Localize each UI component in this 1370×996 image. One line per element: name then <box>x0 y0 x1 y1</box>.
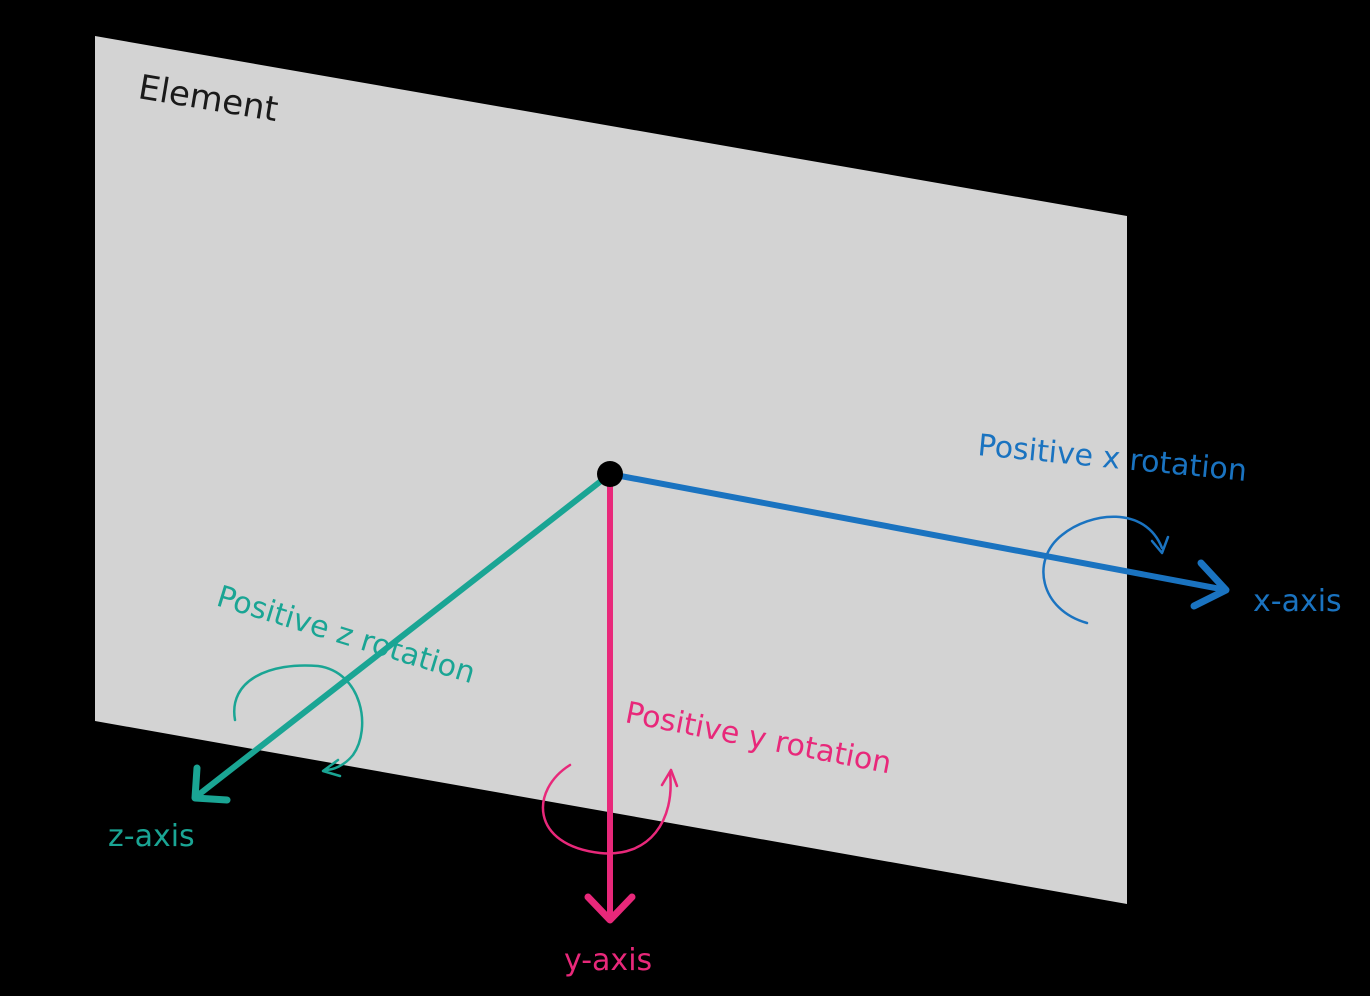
x-axis-line <box>607 471 1229 593</box>
z-axis-label: z-axis <box>108 819 195 854</box>
z-rotation-arrowhead <box>321 758 342 778</box>
z-rotation-arrow <box>232 664 364 772</box>
x-rotation-arrow <box>1042 515 1164 625</box>
z-axis-line <box>194 471 613 799</box>
z-axis-arrowhead <box>191 764 231 804</box>
y-axis-arrowhead <box>584 893 636 924</box>
y-rotation-arrow <box>541 763 672 855</box>
x-axis-label: x-axis <box>1253 584 1342 619</box>
x-axis-arrowhead <box>1190 559 1230 610</box>
x-rotation-arrowhead <box>1150 535 1170 555</box>
origin-point <box>597 461 623 487</box>
y-rotation-arrowhead <box>660 768 679 788</box>
y-axis-label: y-axis <box>564 943 652 978</box>
